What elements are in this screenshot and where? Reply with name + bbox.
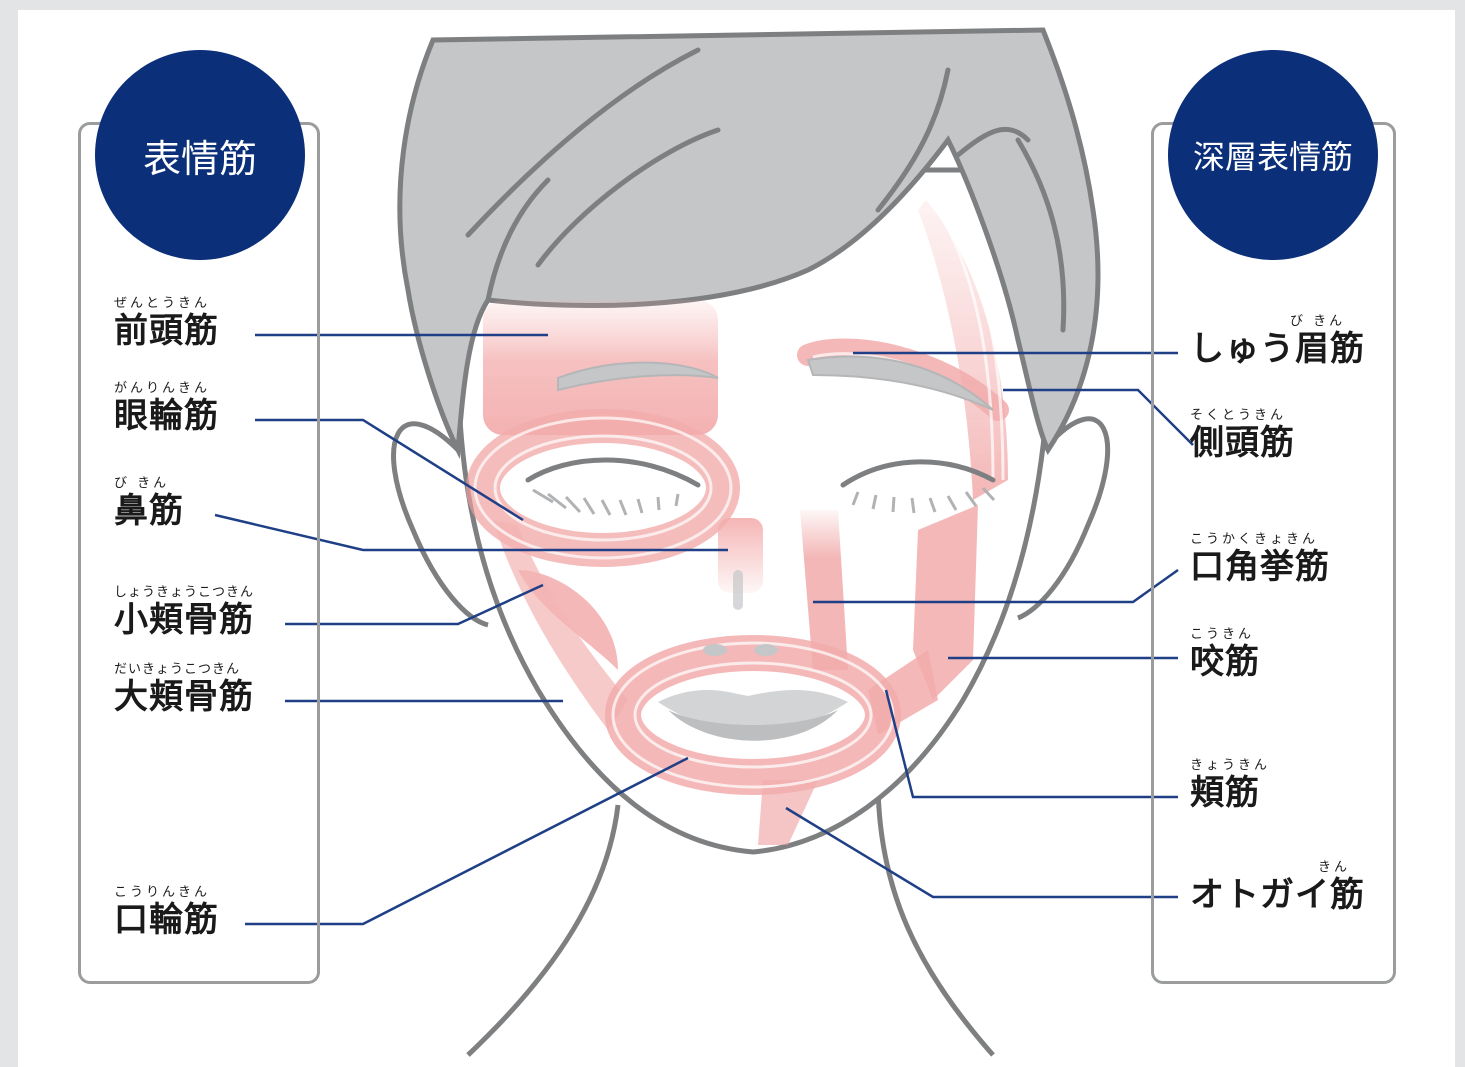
name-masseter: 咬筋 <box>1190 643 1260 681</box>
ruby-temporalis: そくとうきん <box>1190 408 1295 424</box>
label-levator-anguli-oris: こうかくきょきん 口角挙筋 <box>1190 532 1330 586</box>
label-temporalis: そくとうきん 側頭筋 <box>1190 408 1295 462</box>
ruby-nasalis: び きん <box>114 476 184 492</box>
name-zygomaticus-major: 大頬骨筋 <box>114 678 254 716</box>
label-zygomaticus-minor: しょうきょうこつきん 小頬骨筋 <box>114 585 254 639</box>
label-zygomaticus-major: だいきょうこつきん 大頬骨筋 <box>114 662 254 716</box>
name-orbicularis-oris: 口輪筋 <box>114 901 219 939</box>
label-mentalis: きん オトガイ筋 <box>1190 860 1365 914</box>
name-frontalis: 前頭筋 <box>114 312 219 350</box>
label-corrugator: び きん しゅう眉筋 <box>1190 314 1365 368</box>
right-panel-title: 深層表情筋 <box>1193 132 1353 178</box>
left-panel-title: 表情筋 <box>143 128 257 183</box>
name-temporalis: 側頭筋 <box>1190 424 1295 462</box>
name-buccinator: 頬筋 <box>1190 774 1270 812</box>
label-frontalis: ぜんとうきん 前頭筋 <box>114 296 219 350</box>
name-corrugator: しゅう眉筋 <box>1190 330 1365 368</box>
name-zygomaticus-minor: 小頬骨筋 <box>114 601 254 639</box>
ruby-orbicularis-oculi: がんりんきん <box>114 381 219 397</box>
left-panel-badge: 表情筋 <box>95 50 305 260</box>
label-nasalis: び きん 鼻筋 <box>114 476 184 530</box>
right-panel-badge: 深層表情筋 <box>1168 50 1378 260</box>
ruby-buccinator: きょうきん <box>1190 758 1270 774</box>
ruby-corrugator: び きん <box>1190 314 1365 330</box>
diagram-canvas: 表情筋 ぜんとうきん 前頭筋 がんりんきん 眼輪筋 び きん 鼻筋 しょうきょう… <box>18 10 1455 1067</box>
name-nasalis: 鼻筋 <box>114 492 184 530</box>
name-levator-anguli-oris: 口角挙筋 <box>1190 548 1330 586</box>
name-mentalis: オトガイ筋 <box>1190 876 1365 914</box>
name-orbicularis-oculi: 眼輪筋 <box>114 397 219 435</box>
label-masseter: こうきん 咬筋 <box>1190 627 1260 681</box>
ruby-frontalis: ぜんとうきん <box>114 296 219 312</box>
ruby-zygomaticus-major: だいきょうこつきん <box>114 662 254 678</box>
ruby-masseter: こうきん <box>1190 627 1260 643</box>
ruby-mentalis: きん <box>1190 860 1365 876</box>
label-buccinator: きょうきん 頬筋 <box>1190 758 1270 812</box>
ruby-levator-anguli-oris: こうかくきょきん <box>1190 532 1330 548</box>
label-orbicularis-oculi: がんりんきん 眼輪筋 <box>114 381 219 435</box>
label-orbicularis-oris: こうりんきん 口輪筋 <box>114 885 219 939</box>
ruby-zygomaticus-minor: しょうきょうこつきん <box>114 585 254 601</box>
ruby-orbicularis-oris: こうりんきん <box>114 885 219 901</box>
